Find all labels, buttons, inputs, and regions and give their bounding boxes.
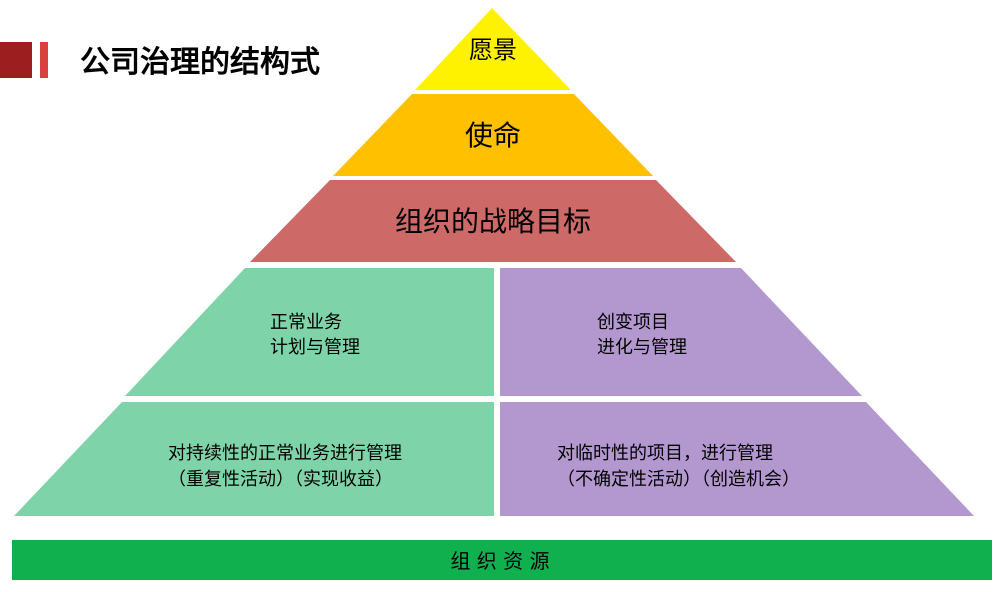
pyramid-tier-change-projects — [500, 268, 862, 396]
pyramid-tier-mission — [333, 94, 653, 176]
pyramid-tier-vision — [415, 8, 571, 90]
normal-business-line-2: 计划与管理 — [270, 337, 360, 358]
ongoing-management-line-2: （重复性活动）（实现收益） — [168, 469, 393, 490]
mission-label: 使命 — [465, 119, 521, 152]
vision-label: 愿景 — [469, 36, 517, 64]
change-projects-line-2: 进化与管理 — [597, 337, 687, 358]
temporary-projects-line-2: （不确定性活动）（创造机会） — [557, 469, 800, 490]
title-accent-bar-light — [40, 42, 48, 78]
normal-business-line-1: 正常业务 — [270, 312, 342, 333]
change-projects-line-1: 创变项目 — [597, 312, 669, 333]
pyramid-tier-normal-business — [125, 268, 494, 396]
base-label: 组 织 资 源 — [450, 549, 549, 573]
temporary-projects-line-1: 对临时性的项目，进行管理 — [557, 443, 773, 464]
title-accent-bar-dark — [0, 42, 32, 78]
pyramid-tier-strategic-goals — [250, 180, 736, 262]
page-title: 公司治理的结构式 — [80, 45, 320, 80]
pyramid-tier-ongoing-management — [14, 402, 494, 516]
strategic-goals-label: 组织的战略目标 — [395, 205, 591, 238]
pyramid-tier-temporary-projects — [500, 402, 974, 516]
base-organizational-resources — [12, 540, 992, 580]
ongoing-management-line-1: 对持续性的正常业务进行管理 — [168, 443, 402, 464]
